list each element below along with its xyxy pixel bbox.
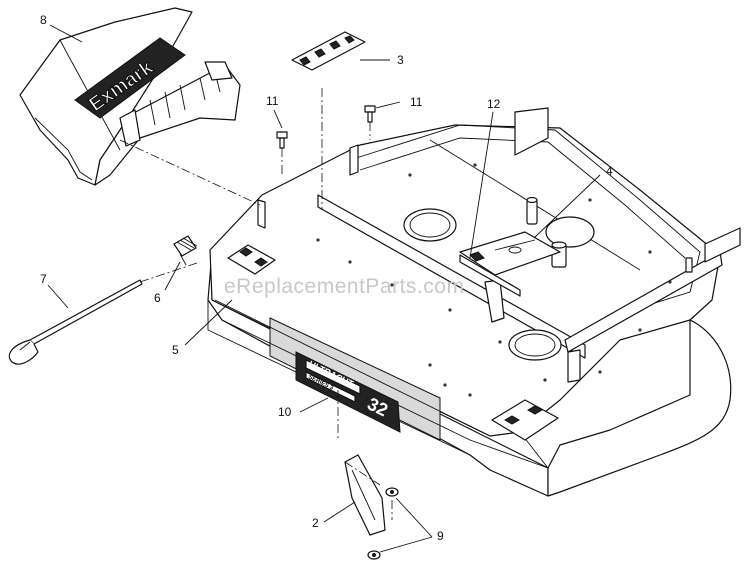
leader-lines [47, 24, 601, 553]
nut-9-upper [385, 487, 399, 497]
bracket-2 [344, 454, 386, 536]
nut-9-lower [367, 550, 381, 560]
discharge-hood: Exmark [19, 7, 241, 186]
deck-decal-center [459, 231, 561, 276]
callout-11-right: 11 [410, 95, 423, 109]
callout-7: 7 [40, 272, 47, 286]
callout-12: 12 [487, 97, 501, 111]
assembly-centerlines [119, 88, 393, 520]
callout-9: 9 [437, 529, 444, 543]
spring-6 [173, 235, 198, 266]
bolt-11-right [364, 105, 376, 123]
deck-model-decal: ULTRACUT SERIES 3 32 [295, 351, 401, 433]
callout-10: 10 [278, 405, 292, 419]
bolt-11-left [276, 131, 288, 149]
callout-6: 6 [154, 291, 161, 305]
callout-labels: 8 3 11 11 12 4 7 6 5 10 2 9 [40, 13, 613, 543]
callout-8: 8 [40, 13, 47, 27]
mower-deck [207, 107, 741, 497]
callout-3: 3 [397, 53, 404, 67]
callout-4: 4 [606, 164, 613, 178]
callout-5: 5 [172, 343, 179, 357]
callout-11-left: 11 [266, 94, 279, 108]
callout-2: 2 [312, 516, 319, 530]
rod-7 [8, 279, 143, 365]
decal-3 [291, 31, 366, 71]
watermark-text: eReplacementParts.com [224, 275, 464, 298]
deck-decal-left [227, 244, 276, 275]
deck-decal-right [491, 399, 559, 441]
